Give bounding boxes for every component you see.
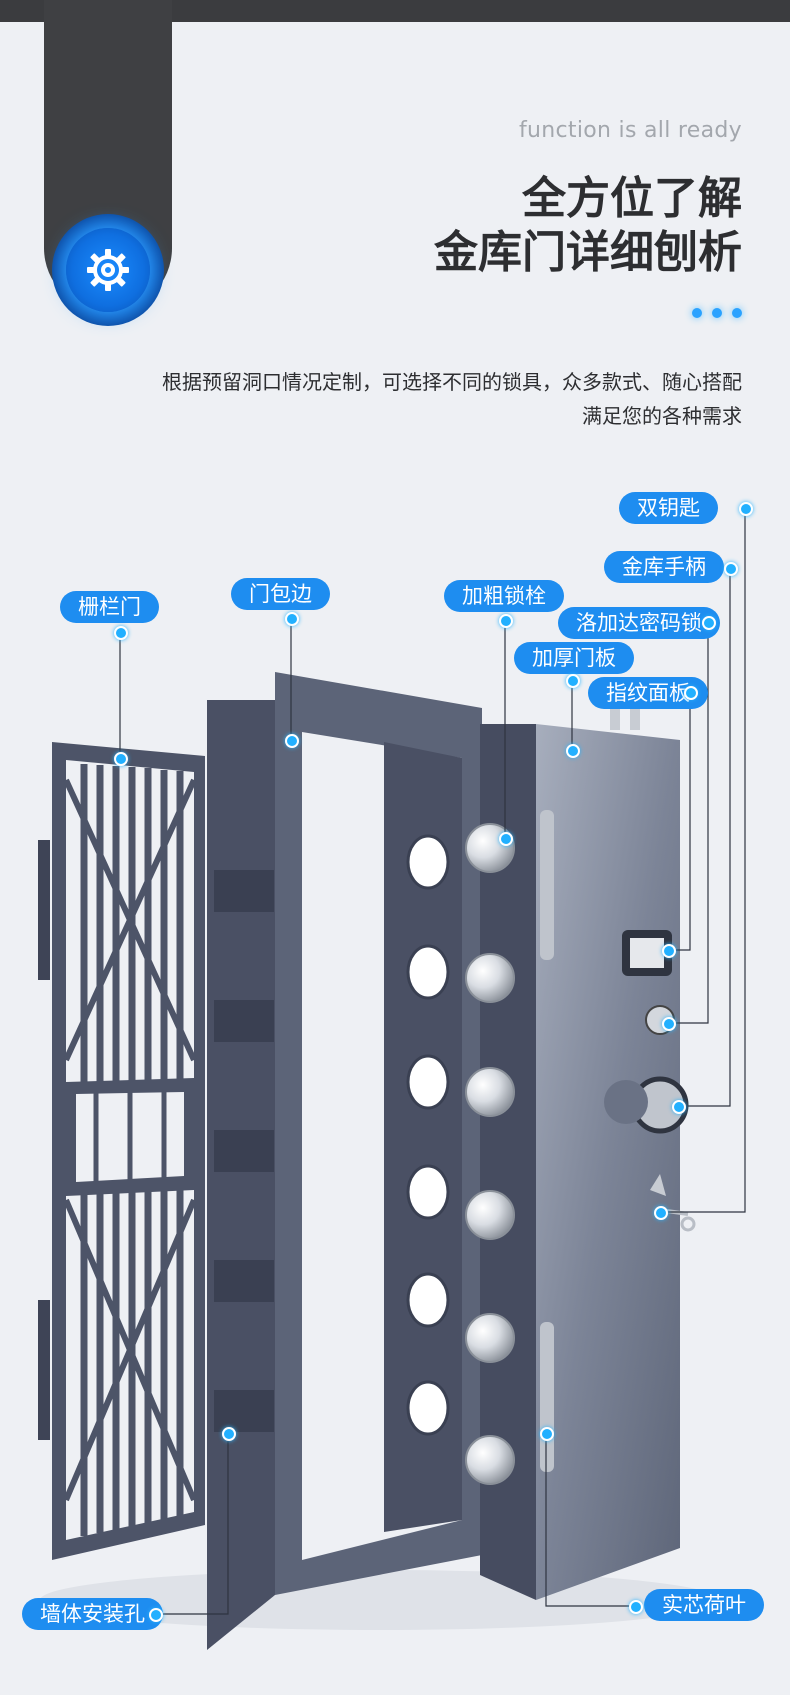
subtitle: function is all ready	[519, 118, 742, 143]
dot	[692, 308, 702, 318]
pin-handle	[724, 562, 738, 576]
pin-fingerprint	[684, 686, 698, 700]
title-line-1: 全方位了解	[522, 173, 742, 224]
pin-combo-target	[662, 1017, 676, 1031]
pin-gate	[114, 626, 128, 640]
pin-frame-target	[285, 734, 299, 748]
page-title: 全方位了解 金库门详细刨析	[434, 172, 742, 280]
gear-badge	[66, 228, 150, 312]
pin-panel	[566, 674, 580, 688]
pin-keys	[739, 502, 753, 516]
pin-panel-target	[566, 744, 580, 758]
label-keys: 双钥匙	[619, 492, 718, 524]
title-line-2: 金库门详细刨析	[434, 227, 742, 278]
label-bolt: 加粗锁栓	[444, 580, 564, 612]
pin-wall-holes	[149, 1608, 163, 1622]
label-wall-holes: 墙体安装孔	[22, 1598, 163, 1630]
label-handle: 金库手柄	[604, 551, 724, 583]
pin-wall-holes-target	[222, 1427, 236, 1441]
label-fingerprint: 指纹面板	[588, 677, 708, 709]
pin-handle-target	[672, 1100, 686, 1114]
lock-bolts	[465, 823, 515, 1485]
label-frame: 门包边	[231, 578, 330, 610]
pin-gate-target	[114, 752, 128, 766]
pin-bolt-target	[499, 832, 513, 846]
pin-bolt	[499, 614, 513, 628]
pin-keys-target	[654, 1206, 668, 1220]
label-panel: 加厚门板	[514, 642, 634, 674]
pin-hinge-target	[540, 1427, 554, 1441]
pin-hinge	[629, 1600, 643, 1614]
leader-lines	[119, 508, 746, 1615]
label-hinge: 实芯荷叶	[644, 1589, 764, 1621]
pin-frame	[285, 612, 299, 626]
label-gate: 栅栏门	[60, 591, 159, 623]
dot	[732, 308, 742, 318]
dots-decoration	[692, 308, 742, 318]
gear-icon	[87, 249, 129, 291]
door-frame	[207, 672, 482, 1650]
desc-line-2: 满足您的各种需求	[582, 404, 742, 428]
dot	[712, 308, 722, 318]
description: 根据预留洞口情况定制，可选择不同的锁具，众多款式、随心搭配 满足您的各种需求	[162, 365, 742, 433]
gate-door	[38, 742, 205, 1560]
top-bar	[0, 0, 790, 22]
pin-combo	[702, 616, 716, 630]
label-combo: 洛加达密码锁	[558, 607, 720, 639]
desc-line-1: 根据预留洞口情况定制，可选择不同的锁具，众多款式、随心搭配	[162, 370, 742, 394]
pin-fingerprint-target	[662, 944, 676, 958]
